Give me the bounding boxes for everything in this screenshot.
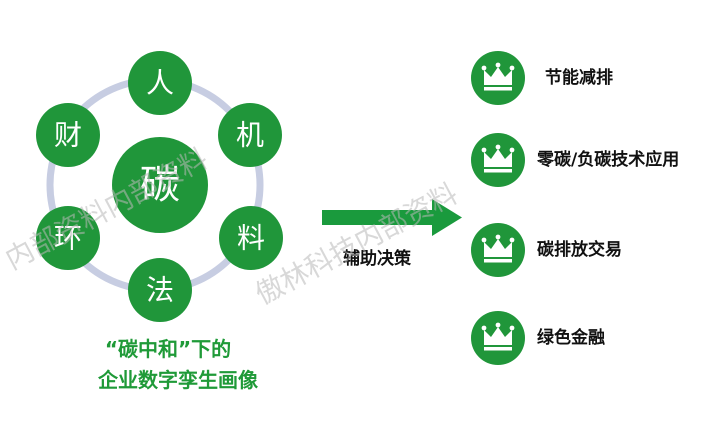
hub-node-cai: 财 — [36, 103, 100, 167]
outcome-item-zero-carbon: 零碳/负碳技术应用 — [471, 133, 679, 187]
arrow-label: 辅助决策 — [343, 248, 412, 269]
crown-icon — [481, 322, 515, 351]
hub-node-fa: 法 — [128, 258, 192, 322]
hub-center: 碳 — [112, 137, 208, 233]
hub-node-huan: 环 — [36, 206, 100, 270]
crown-icon — [481, 234, 515, 263]
outcome-label: 碳排放交易 — [537, 239, 622, 260]
hub-node-label: 机 — [236, 119, 264, 152]
crown-icon — [481, 62, 515, 91]
caption-line-1: “碳中和”下的 — [105, 337, 231, 361]
outcome-item-green-finance: 绿色金融 — [471, 311, 605, 365]
crown-icon — [481, 144, 515, 173]
hub-node-liao: 料 — [219, 206, 283, 270]
hub-node-label: 环 — [54, 222, 82, 255]
hub-node-label: 财 — [54, 119, 82, 152]
hub-node-label: 法 — [146, 274, 174, 307]
outcome-label: 零碳/负碳技术应用 — [536, 149, 679, 170]
outcome-label: 绿色金融 — [537, 327, 605, 348]
hub-node-ren: 人 — [128, 51, 192, 115]
arrow-right — [322, 199, 462, 236]
outcome-label: 节能减排 — [545, 67, 613, 88]
hub-node-label: 料 — [237, 222, 265, 255]
hub-center-label: 碳 — [140, 162, 180, 208]
outcome-item-carbon-trading: 碳排放交易 — [471, 223, 622, 277]
hub-node-ji: 机 — [218, 103, 282, 167]
outcome-item-energy-saving: 节能减排 — [471, 51, 613, 105]
hub-node-label: 人 — [146, 67, 174, 100]
caption-line-2: 企业数字孪生画像 — [97, 368, 259, 392]
